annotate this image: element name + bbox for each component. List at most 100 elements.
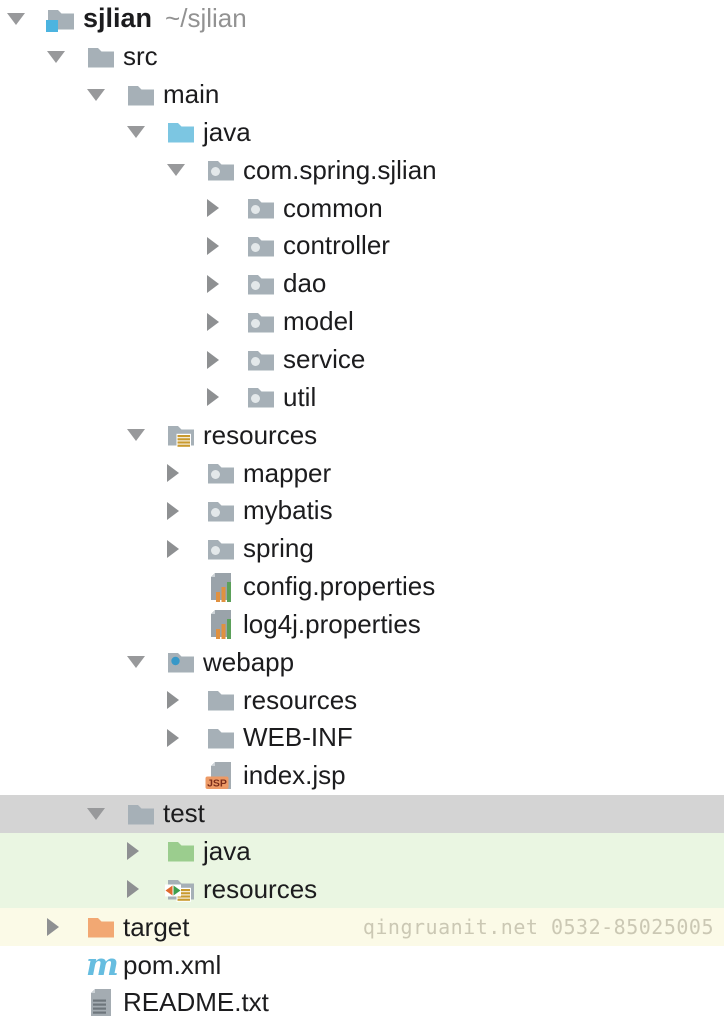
chevron-collapsed-icon[interactable] xyxy=(207,227,245,265)
package-icon xyxy=(205,532,235,566)
expander-spacer xyxy=(47,946,85,984)
chevron-expanded-icon[interactable] xyxy=(127,416,165,454)
folder-icon xyxy=(205,721,235,755)
tree-row-spring[interactable]: spring xyxy=(0,530,724,568)
node-label: common xyxy=(283,192,383,223)
chevron-expanded-icon[interactable] xyxy=(87,795,125,833)
expander-spacer xyxy=(167,757,205,795)
test-source-folder-icon xyxy=(165,834,195,868)
package-icon xyxy=(205,494,235,528)
package-icon xyxy=(245,305,275,339)
chevron-expanded-icon[interactable] xyxy=(127,643,165,681)
chevron-collapsed-icon[interactable] xyxy=(167,492,205,530)
node-label: main xyxy=(163,79,220,110)
tree-row-sjlian[interactable]: sjlian~/sjlian xyxy=(0,0,724,38)
tree-row-index-jsp[interactable]: JSP index.jsp xyxy=(0,757,724,795)
svg-text:JSP: JSP xyxy=(207,777,227,789)
tree-row-resources[interactable]: resources xyxy=(0,681,724,719)
folder-icon xyxy=(85,40,115,74)
tree-row-main[interactable]: main xyxy=(0,76,724,114)
tree-row-web-inf[interactable]: WEB-INF xyxy=(0,719,724,757)
expander-spacer xyxy=(167,568,205,606)
chevron-collapsed-icon[interactable] xyxy=(167,454,205,492)
node-label: resources xyxy=(243,684,358,715)
chevron-collapsed-icon[interactable] xyxy=(167,681,205,719)
chevron-collapsed-icon[interactable] xyxy=(207,303,245,341)
tree-row-mybatis[interactable]: mybatis xyxy=(0,492,724,530)
node-label: src xyxy=(123,41,158,72)
watermark-text: qingruanit.net 0532-85025005 xyxy=(362,915,714,940)
tree-row-mapper[interactable]: mapper xyxy=(0,454,724,492)
node-label: WEB-INF xyxy=(243,722,353,753)
chevron-collapsed-icon[interactable] xyxy=(207,265,245,303)
source-folder-icon xyxy=(165,115,195,149)
excluded-folder-icon xyxy=(85,910,115,944)
node-label: target xyxy=(123,911,190,942)
tree-row-service[interactable]: service xyxy=(0,341,724,379)
chevron-expanded-icon[interactable] xyxy=(87,76,125,114)
test-resources-folder-icon xyxy=(165,872,195,906)
chevron-collapsed-icon[interactable] xyxy=(207,189,245,227)
package-icon xyxy=(245,380,275,414)
node-label: README.txt xyxy=(123,987,269,1018)
tree-row-com-spring-sjlian[interactable]: com.spring.sjlian xyxy=(0,151,724,189)
tree-row-util[interactable]: util xyxy=(0,378,724,416)
chevron-collapsed-icon[interactable] xyxy=(127,833,165,871)
node-label: pom.xml xyxy=(123,949,222,980)
node-label: spring xyxy=(243,533,314,564)
node-label: java xyxy=(203,116,251,147)
chevron-collapsed-icon[interactable] xyxy=(127,870,165,908)
chevron-collapsed-icon[interactable] xyxy=(167,530,205,568)
tree-row-log4j-properties[interactable]: log4j.properties xyxy=(0,606,724,644)
tree-row-controller[interactable]: controller xyxy=(0,227,724,265)
folder-icon xyxy=(125,797,155,831)
tree-row-resources[interactable]: resources xyxy=(0,416,724,454)
properties-file-icon xyxy=(205,570,235,604)
node-label: service xyxy=(283,344,366,375)
tree-row-dao[interactable]: dao xyxy=(0,265,724,303)
tree-row-config-properties[interactable]: config.properties xyxy=(0,568,724,606)
node-path-suffix: ~/sjlian xyxy=(165,3,247,34)
tree-row-java[interactable]: java xyxy=(0,114,724,152)
node-label: controller xyxy=(283,230,390,261)
tree-row-resources[interactable]: resources xyxy=(0,870,724,909)
chevron-collapsed-icon[interactable] xyxy=(167,719,205,757)
node-label: model xyxy=(283,306,354,337)
project-folder-icon xyxy=(45,2,75,36)
tree-row-test[interactable]: test xyxy=(0,794,724,833)
tree-row-src[interactable]: src xyxy=(0,38,724,76)
node-label: mybatis xyxy=(243,495,333,526)
chevron-expanded-icon[interactable] xyxy=(7,0,45,38)
text-file-icon xyxy=(85,986,115,1020)
expander-spacer xyxy=(167,606,205,644)
node-label: config.properties xyxy=(243,571,436,602)
package-icon xyxy=(245,343,275,377)
web-folder-icon xyxy=(165,645,195,679)
chevron-expanded-icon[interactable] xyxy=(127,114,165,152)
package-icon xyxy=(205,153,235,187)
package-icon xyxy=(245,229,275,263)
node-label: index.jsp xyxy=(243,760,346,791)
jsp-file-icon: JSP xyxy=(205,759,235,793)
tree-row-model[interactable]: model xyxy=(0,303,724,341)
tree-row-readme-txt[interactable]: README.txt xyxy=(0,984,724,1022)
package-icon xyxy=(245,267,275,301)
properties-file-icon xyxy=(205,607,235,641)
maven-file-icon: m xyxy=(85,947,119,983)
folder-icon xyxy=(205,683,235,717)
chevron-collapsed-icon[interactable] xyxy=(47,908,85,946)
tree-row-webapp[interactable]: webapp xyxy=(0,643,724,681)
tree-row-target[interactable]: target qingruanit.net 0532-85025005 xyxy=(0,908,724,947)
tree-row-common[interactable]: common xyxy=(0,189,724,227)
node-label: util xyxy=(283,381,317,412)
chevron-collapsed-icon[interactable] xyxy=(207,341,245,379)
chevron-expanded-icon[interactable] xyxy=(167,151,205,189)
tree-row-java[interactable]: java xyxy=(0,832,724,871)
node-label: webapp xyxy=(203,646,295,677)
node-label: java xyxy=(203,835,251,866)
node-label: dao xyxy=(283,268,327,299)
chevron-collapsed-icon[interactable] xyxy=(207,378,245,416)
chevron-expanded-icon[interactable] xyxy=(47,38,85,76)
